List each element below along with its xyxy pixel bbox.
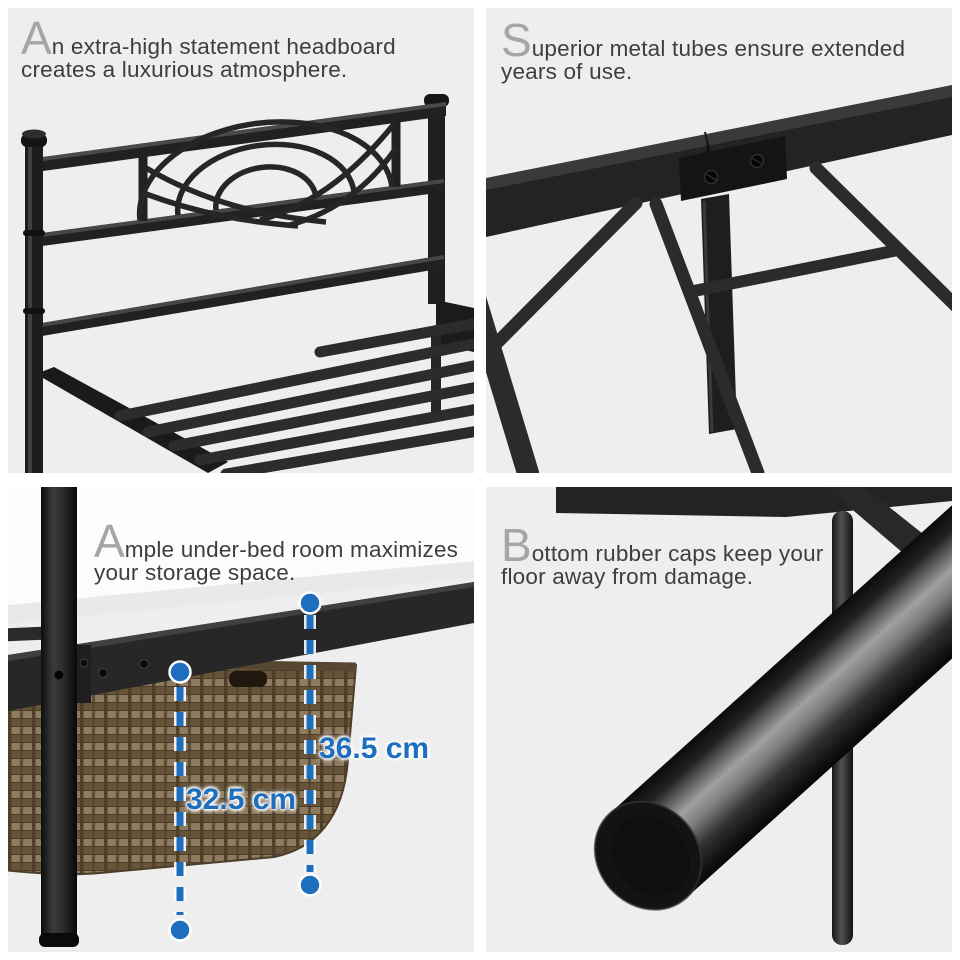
caption-line2: floor away from damage.	[501, 564, 754, 589]
feature-panel-underbed-storage: Ample under-bed room maximizes your stor…	[8, 487, 474, 952]
bed-side-rail	[8, 582, 474, 711]
dropcap-letter: B	[501, 519, 532, 571]
caption-line1: An extra-high statement headboard	[21, 12, 396, 64]
frame-joint-illustration	[486, 85, 952, 473]
measurement-dot	[168, 660, 192, 684]
caption-line1: Superior metal tubes ensure extended	[501, 14, 906, 66]
measurement-label-outer: 36.5 cm	[319, 732, 430, 765]
headboard-mid-rail	[42, 255, 444, 336]
measurement-line-inner	[168, 660, 192, 942]
underbed-storage-illustration	[8, 487, 474, 947]
dropcap-letter: A	[94, 515, 125, 567]
joint-bracket	[679, 136, 787, 201]
bed-slats	[114, 318, 474, 473]
frame-support-tubes	[486, 161, 952, 473]
headboard-left-post	[21, 129, 47, 473]
measurement-dot	[168, 918, 192, 942]
rail-screw	[97, 667, 109, 679]
headboard-right-post	[424, 94, 449, 304]
feature-panel-metal-tubes: Superior metal tubes ensure extended yea…	[486, 8, 952, 473]
headboard-illustration	[21, 94, 474, 473]
cross-bar-tube	[683, 244, 904, 298]
foot-rail-stub	[8, 626, 55, 642]
dropcap-letter: S	[501, 14, 532, 66]
feature-panel-headboard: An extra-high statement headboard create…	[8, 8, 474, 473]
measurement-label-inner: 32.5 cm	[186, 783, 297, 816]
caption-line2: your storage space.	[94, 560, 296, 585]
basket-handle-hole	[229, 671, 267, 687]
caption-line1: Bottom rubber caps keep your	[501, 519, 824, 571]
rail-screw	[138, 658, 150, 670]
mattress	[8, 487, 474, 624]
caption-line2: creates a luxurious atmosphere.	[21, 57, 348, 82]
measurement-dot	[298, 873, 322, 897]
headboard-top-rail	[43, 102, 446, 171]
frame-center-leg	[701, 194, 737, 434]
measurement-dot	[298, 591, 322, 615]
caption-line1: Ample under-bed room maximizes	[94, 515, 459, 567]
caption-line2: years of use.	[501, 59, 633, 84]
headboard-arc-ornament	[136, 119, 399, 229]
headboard-panel-rail	[42, 179, 444, 246]
leg-foot-cap	[39, 933, 79, 947]
feature-panel-rubber-caps: Bottom rubber caps keep your floor away …	[486, 487, 952, 952]
dropcap-letter: A	[21, 12, 52, 64]
leg-tube-closeup	[593, 487, 952, 911]
rubber-cap-illustration	[556, 487, 952, 945]
measurement-line-outer	[298, 591, 322, 897]
bed-front-leg	[39, 487, 79, 947]
